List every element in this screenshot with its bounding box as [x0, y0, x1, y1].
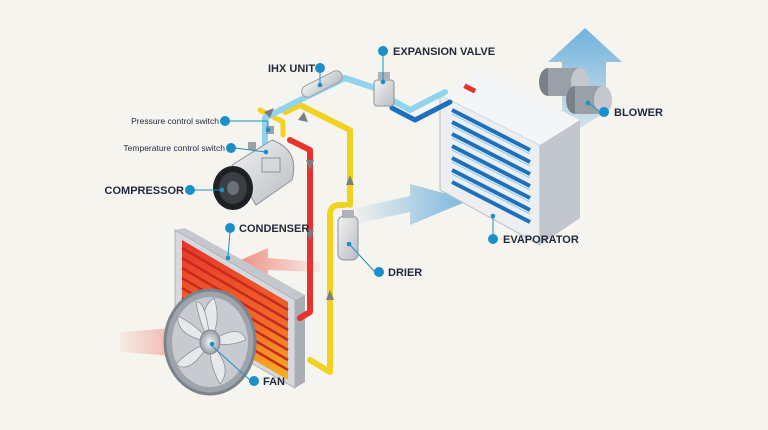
label-pressure-control-switch: Pressure control switch	[131, 116, 219, 126]
label-expansion-valve: EXPANSION VALVE	[393, 46, 495, 58]
label-compressor: COMPRESSOR	[105, 185, 185, 197]
expansion-valve-icon	[373, 72, 395, 107]
compressor-icon	[213, 126, 295, 210]
drier-icon	[337, 210, 359, 261]
evaporator-icon	[439, 70, 580, 246]
label-drier: DRIER	[388, 267, 422, 279]
suction-line-evap	[389, 89, 448, 113]
label-evaporator: EVAPORATOR	[503, 234, 579, 246]
label-ihx-unit: IHX UNIT	[268, 63, 315, 75]
cold-airflow-arrow-center	[355, 184, 470, 225]
refrigerant-lines	[257, 75, 453, 375]
label-fan: FAN	[263, 376, 285, 388]
liquid-line-upper	[282, 102, 353, 208]
suction-line	[262, 75, 378, 148]
evaporator-feed-line	[389, 99, 453, 123]
flow-arrows	[264, 108, 354, 300]
blower-icon	[539, 68, 612, 114]
fan-icon	[163, 288, 257, 396]
liquid-line	[307, 202, 348, 375]
label-leaders	[185, 46, 609, 386]
label-temperature-control-switch: Temperature control switch	[123, 143, 225, 153]
label-blower: BLOWER	[614, 107, 663, 119]
label-condenser: CONDENSER	[239, 223, 309, 235]
